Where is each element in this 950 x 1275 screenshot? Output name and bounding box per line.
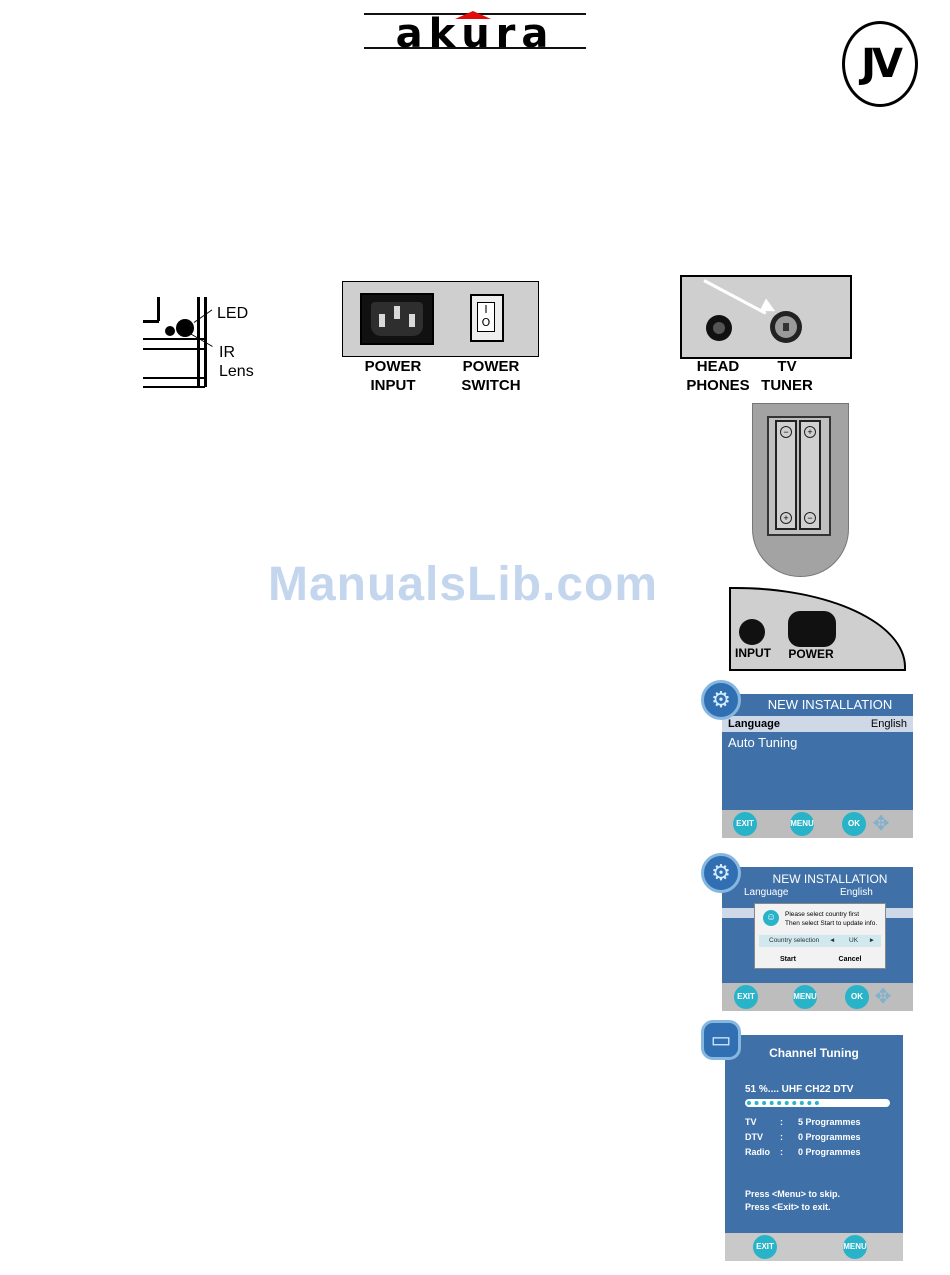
logo-bottom-rule (364, 47, 586, 49)
jv-badge: JV (842, 21, 918, 107)
dialog-message: Please select country first Then select … (785, 911, 878, 927)
cancel-button[interactable]: Cancel (838, 956, 862, 963)
channel-tuning-title: Channel Tuning (769, 1046, 859, 1060)
country-selection-row[interactable]: Country selection ◄ UK ► (759, 935, 881, 947)
logo-accent-mark (455, 11, 491, 19)
led-dot (165, 326, 175, 336)
power-input-socket (360, 293, 434, 345)
tuning-progress-bar (745, 1099, 890, 1107)
navigation-arrows-icon: ✥ (874, 986, 892, 1008)
settings-gear-icon: ⚙ (701, 853, 741, 893)
navigation-arrows-icon: ✥ (872, 813, 890, 835)
screen-country-dialog: NEW INSTALLATION Language English ☺ Plea… (722, 867, 913, 1011)
auto-tuning-item[interactable]: Auto Tuning (728, 735, 798, 750)
screen2-title: NEW INSTALLATION (772, 872, 888, 886)
ir-lens-dot (176, 319, 194, 337)
screen-channel-tuning: Channel Tuning 51 %.... UHF CH22 DTV TV:… (725, 1035, 903, 1233)
country-dialog: ☺ Please select country first Then selec… (754, 903, 886, 969)
lens-label: Lens (219, 363, 254, 380)
power-button[interactable] (788, 611, 836, 647)
ok-button[interactable]: OK (842, 812, 866, 836)
headphones-label: HEAD PHONES (686, 358, 750, 394)
led-label: LED (217, 305, 249, 322)
info-icon: ☺ (763, 910, 779, 926)
battery-right: + − (799, 420, 821, 530)
screen3-button-bar: EXIT MENU (725, 1233, 903, 1261)
tv-setup-icon: ▭ (701, 1020, 741, 1060)
battery-left: − + (775, 420, 797, 530)
exit-hint: Press <Exit> to exit. (745, 1202, 831, 1212)
power-label: POWER (788, 647, 834, 661)
tuner-panel (680, 275, 852, 359)
tv-tuner-label: TV TUNER (761, 358, 813, 394)
exit-button[interactable]: EXIT (734, 985, 758, 1009)
exit-button[interactable]: EXIT (753, 1235, 777, 1259)
ir-label: IR (219, 344, 235, 361)
settings-gear-icon: ⚙ (701, 680, 741, 720)
screen2-button-bar: EXIT MENU OK ✥ (722, 983, 913, 1011)
menu-button[interactable]: MENU (793, 985, 817, 1009)
screen2-language-value: English (840, 887, 873, 898)
input-button[interactable] (739, 619, 765, 645)
screen2-language-label: Language (744, 887, 789, 898)
ok-button[interactable]: OK (845, 985, 869, 1009)
screen1-button-bar: EXIT MENU OK ✥ (722, 810, 913, 838)
menu-button[interactable]: MENU (790, 812, 814, 836)
power-switch[interactable]: I O (470, 294, 504, 342)
headphones-jack[interactable] (706, 315, 732, 341)
watermark: ManualsLib.com (268, 558, 659, 611)
tv-tuner-jack[interactable] (770, 311, 802, 343)
screen-new-installation: NEW INSTALLATION Language English Auto T… (722, 694, 913, 838)
input-label: INPUT (735, 646, 771, 660)
exit-button[interactable]: EXIT (733, 812, 757, 836)
power-panel: I O (342, 281, 539, 357)
power-input-label: POWER INPUT (364, 358, 422, 394)
power-switch-label: POWER SWITCH (461, 358, 521, 394)
remote-battery-compartment: − + + − (752, 403, 849, 577)
screen1-title: NEW INSTALLATION (767, 697, 893, 712)
skip-hint: Press <Menu> to skip. (745, 1189, 841, 1199)
tuning-status: 51 %.... UHF CH22 DTV (745, 1084, 854, 1095)
menu-button[interactable]: MENU (843, 1235, 867, 1259)
start-button[interactable]: Start (780, 956, 796, 963)
brand-logo: akura (395, 11, 555, 57)
language-row[interactable]: Language English (722, 716, 913, 732)
